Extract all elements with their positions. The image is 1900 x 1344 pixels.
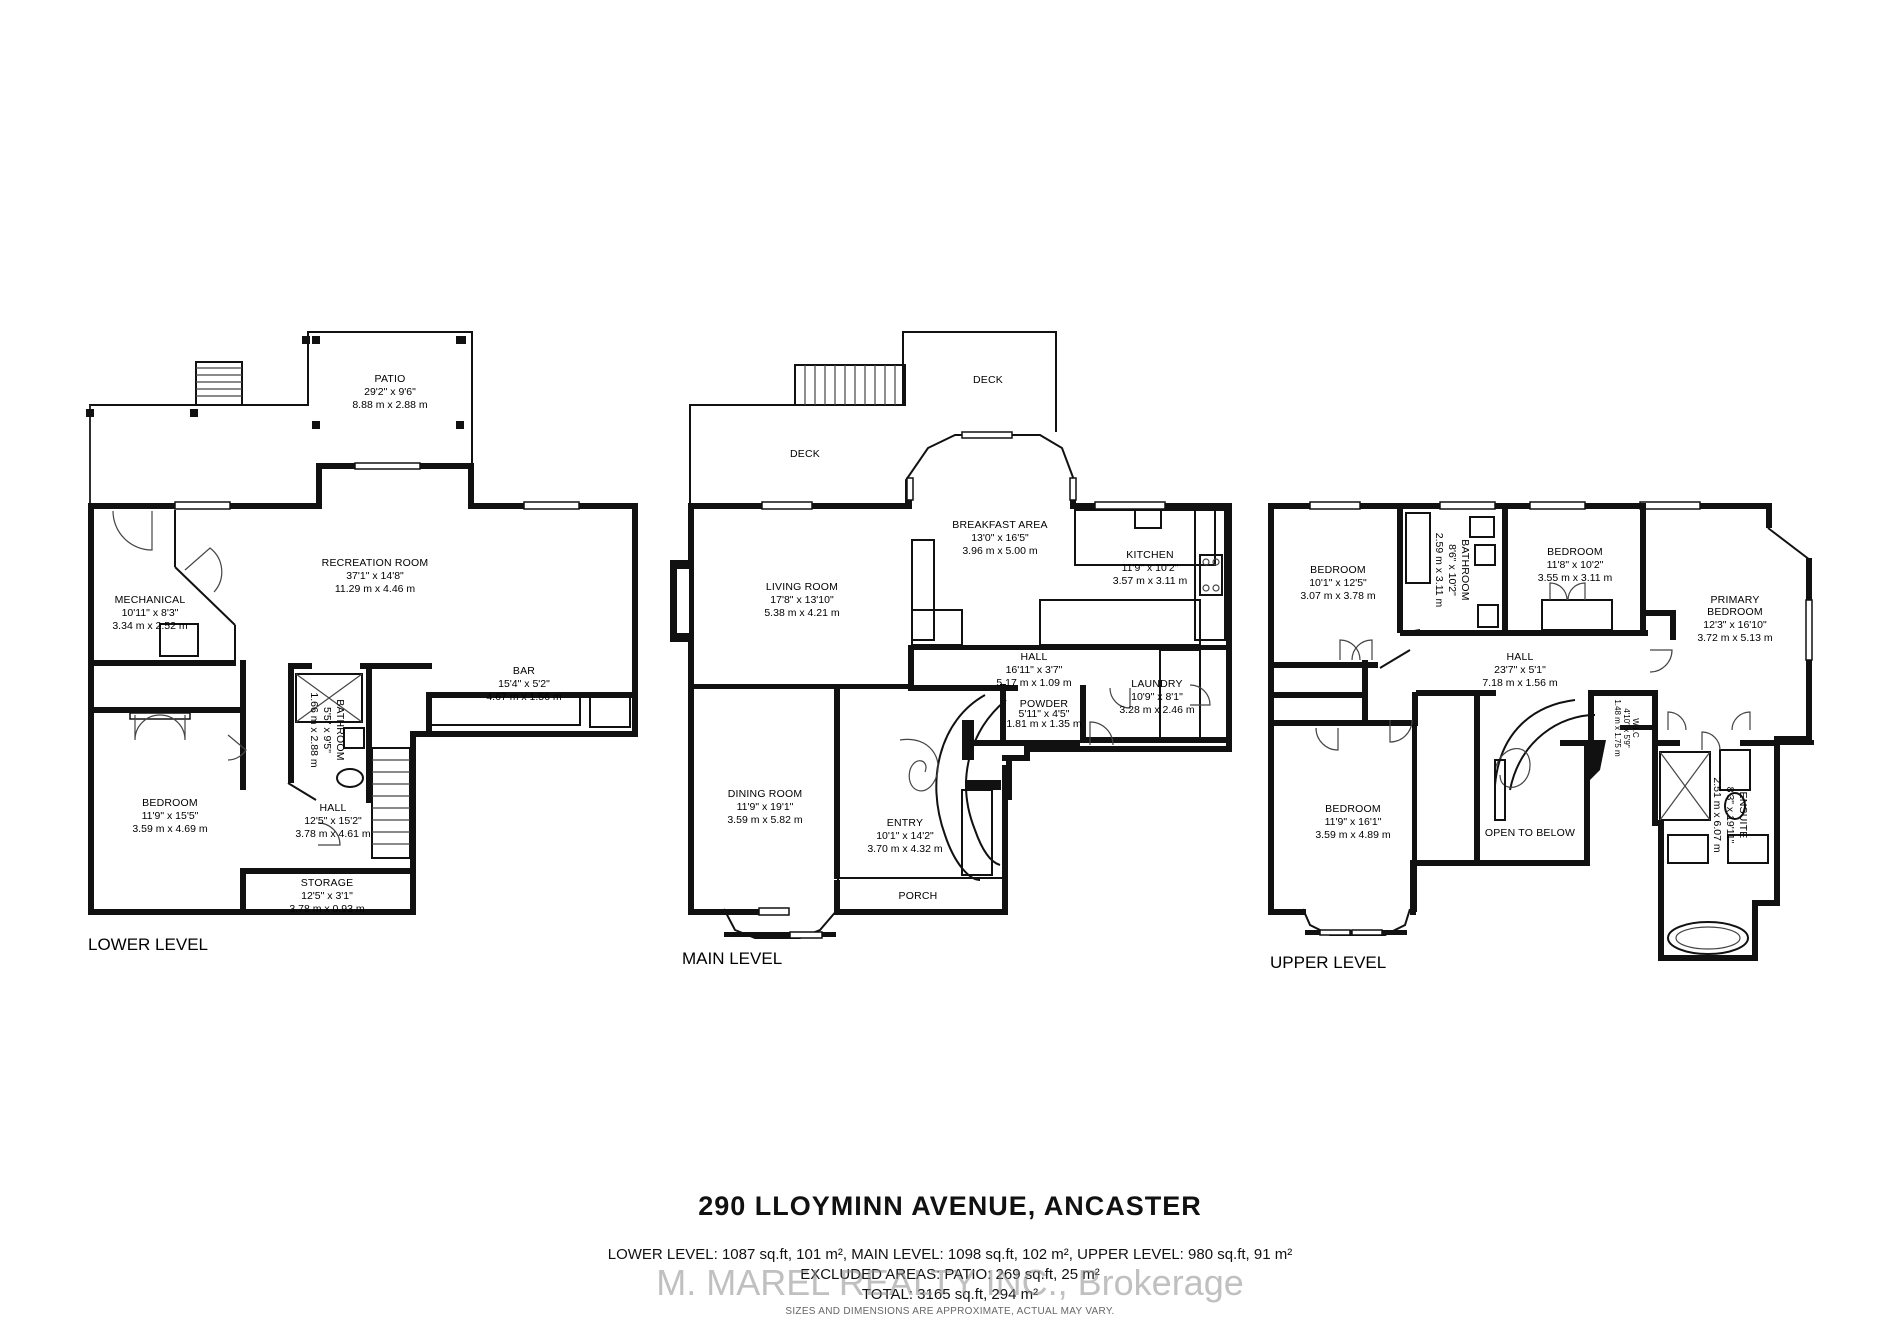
lower-level-labels: PATIO 29'2" x 9'6" 8.88 m x 2.88 m RECRE… (88, 373, 562, 954)
mechanical-name: MECHANICAL (115, 594, 186, 606)
laundry-name: LAUNDRY (1131, 678, 1182, 690)
bar-metric: 4.67 m x 1.56 m (486, 691, 562, 703)
upper-bedroom3-imperial: 11'9" x 16'1" (1325, 816, 1382, 828)
kitchen-metric: 3.57 m x 3.11 m (1113, 575, 1188, 587)
kitchen-imperial: 11'9" x 10'2" (1122, 562, 1179, 574)
main-hall-name: HALL (1020, 651, 1047, 663)
entry-metric: 3.70 m x 4.32 m (867, 843, 943, 855)
deck-lower-name: DECK (790, 448, 820, 460)
upper-level-labels: BEDROOM 10'1" x 12'5" 3.07 m x 3.78 m BA… (1270, 533, 1773, 972)
upper-bedroom2-imperial: 11'8" x 10'2" (1547, 559, 1604, 571)
dining-room-imperial: 11'9" x 19'1" (737, 801, 794, 813)
storage-name: STORAGE (301, 877, 354, 889)
powder-metric: 1.81 m x 1.35 m (1006, 718, 1082, 730)
main-level-title: MAIN LEVEL (682, 949, 782, 968)
dining-room-metric: 3.59 m x 5.82 m (727, 814, 803, 826)
ensuite-imperial: 8'3" x 19'11" (1724, 787, 1736, 844)
lower-level-plan (86, 331, 638, 915)
kitchen-name: KITCHEN (1126, 549, 1174, 561)
brokerage-watermark: M. MAREL REALTY INC., Brokerage (656, 1262, 1244, 1303)
bar-imperial: 15'4" x 5'2" (498, 678, 550, 690)
breakfast-area-metric: 3.96 m x 5.00 m (962, 545, 1038, 557)
upper-bedroom2-metric: 3.55 m x 3.11 m (1538, 572, 1613, 584)
living-room-metric: 5.38 m x 4.21 m (764, 607, 840, 619)
patio-metric: 8.88 m x 2.88 m (352, 399, 428, 411)
upper-bedroom1-name: BEDROOM (1310, 564, 1366, 576)
deck-upper-name: DECK (973, 374, 1003, 386)
main-level-labels: DECK DECK BREAKFAST AREA 13'0" x 16'5" 3… (682, 374, 1195, 968)
mechanical-metric: 3.34 m x 2.52 m (112, 620, 188, 632)
upper-bedroom1-metric: 3.07 m x 3.78 m (1300, 590, 1376, 602)
open-to-below-label: OPEN TO BELOW (1485, 827, 1575, 839)
upper-hall-metric: 7.18 m x 1.56 m (1482, 677, 1558, 689)
storage-imperial: 12'5" x 3'1" (301, 890, 353, 902)
laundry-metric: 3.28 m x 2.46 m (1119, 704, 1195, 716)
entry-imperial: 10'1" x 14'2" (876, 830, 934, 842)
total-area-line: TOTAL: 3165 sq.ft, 294 m² (861, 1286, 1039, 1303)
upper-bedroom2-name: BEDROOM (1547, 546, 1603, 558)
excluded-areas-line: EXCLUDED AREAS: PATIO: 269 sq.ft, 25 m² (800, 1266, 1100, 1283)
lower-bedroom-name: BEDROOM (142, 797, 198, 809)
lower-bathroom-metric: 1.66 m x 2.88 m (308, 692, 320, 768)
storage-metric: 3.78 m x 0.93 m (289, 903, 365, 915)
patio-name: PATIO (375, 373, 406, 385)
lower-bedroom-imperial: 11'9" x 15'5" (142, 810, 199, 822)
upper-bedroom3-metric: 3.59 m x 4.89 m (1315, 829, 1391, 841)
disclaimer: SIZES AND DIMENSIONS ARE APPROXIMATE, AC… (785, 1306, 1115, 1317)
wic-metric: 1.48 m x 1.75 m (1613, 699, 1622, 757)
living-room-name: LIVING ROOM (766, 581, 838, 593)
wic-imperial: 4'10" x 5'9" (1622, 708, 1631, 748)
level-areas-line: LOWER LEVEL: 1087 sq.ft, 101 m², MAIN LE… (607, 1246, 1293, 1263)
wic-name: W.I.C (1631, 718, 1640, 738)
lower-bedroom-metric: 3.59 m x 4.69 m (132, 823, 208, 835)
breakfast-area-imperial: 13'0" x 16'5" (971, 532, 1029, 544)
entry-name: ENTRY (887, 817, 923, 829)
primary-bedroom-name2: BEDROOM (1707, 606, 1763, 618)
patio-imperial: 29'2" x 9'6" (364, 386, 416, 398)
upper-bedroom3-name: BEDROOM (1325, 803, 1381, 815)
laundry-imperial: 10'9" x 8'1" (1131, 691, 1183, 703)
lower-level-title: LOWER LEVEL (88, 935, 208, 954)
breakfast-area-name: BREAKFAST AREA (952, 519, 1047, 531)
upper-bathroom-metric: 2.59 m x 3.11 m (1433, 533, 1445, 608)
recreation-room-metric: 11.29 m x 4.46 m (335, 583, 416, 595)
upper-bathroom-name: BATHROOM (1459, 539, 1471, 601)
ensuite-metric: 2.51 m x 6.07 m (1711, 777, 1723, 853)
primary-bedroom-name1: PRIMARY (1710, 594, 1759, 606)
primary-bedroom-imperial: 12'3" x 16'10" (1703, 619, 1767, 631)
property-address: 290 LLOYMINN AVENUE, ANCASTER (698, 1191, 1202, 1221)
lower-bathroom-imperial: 5'5" x 9'5" (321, 707, 333, 753)
lower-hall-name: HALL (319, 802, 346, 814)
living-room-imperial: 17'8" x 13'10" (770, 594, 834, 606)
main-hall-imperial: 16'11" x 3'7" (1006, 664, 1063, 676)
lower-hall-metric: 3.78 m x 4.61 m (295, 828, 371, 840)
upper-level-title: UPPER LEVEL (1270, 953, 1386, 972)
upper-level-plan (1268, 501, 1814, 961)
upper-hall-imperial: 23'7" x 5'1" (1494, 664, 1546, 676)
main-hall-metric: 5.17 m x 1.09 m (996, 677, 1072, 689)
ensuite-name: ENSUITE (1737, 792, 1749, 839)
upper-hall-name: HALL (1506, 651, 1533, 663)
porch-name: PORCH (899, 890, 938, 902)
powder-imperial: 5'11" x 4'5" (1019, 708, 1070, 720)
lower-hall-imperial: 12'5" x 15'2" (304, 815, 362, 827)
primary-bedroom-metric: 3.72 m x 5.13 m (1697, 632, 1773, 644)
dining-room-name: DINING ROOM (728, 788, 803, 800)
lower-bathroom-name: BATHROOM (334, 699, 346, 761)
upper-bedroom1-imperial: 10'1" x 12'5" (1309, 577, 1367, 589)
recreation-room-imperial: 37'1" x 14'8" (346, 570, 404, 582)
powder-name: POWDER (1020, 698, 1069, 710)
recreation-room-name: RECREATION ROOM (322, 557, 429, 569)
mechanical-imperial: 10'11" x 8'3" (122, 607, 179, 619)
main-level-plan (670, 331, 1232, 939)
bar-name: BAR (513, 665, 535, 677)
upper-bathroom-imperial: 8'6" x 10'2" (1446, 544, 1458, 596)
